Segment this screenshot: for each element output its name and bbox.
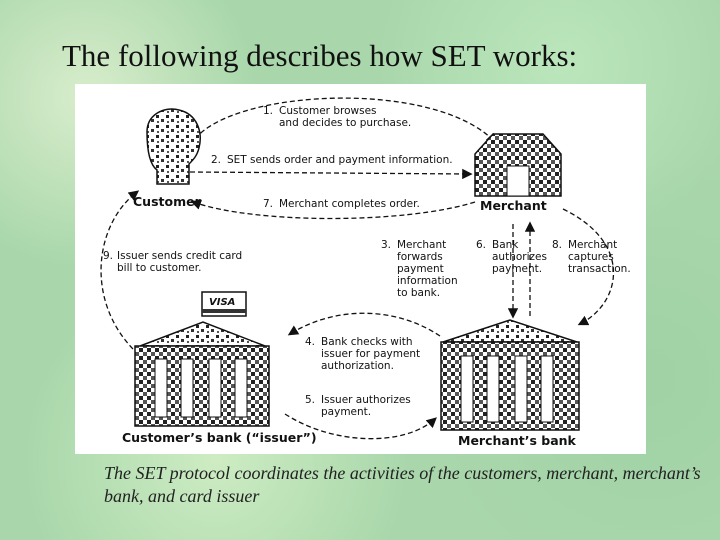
- step-5-text: Issuer authorizes payment.: [321, 394, 411, 418]
- merchant-building-icon: [474, 133, 562, 197]
- customer-label: Customer: [133, 194, 201, 209]
- flow-arrow-step-1: [194, 97, 497, 144]
- step-6-text: Bank authorizes payment.: [492, 239, 547, 275]
- flow-arrow-step-2: [189, 168, 473, 180]
- step-1-text: Customer browses and decides to purchase…: [279, 105, 412, 129]
- step-3-text: Merchant forwards payment information to…: [397, 239, 458, 299]
- step-7-number: 7.: [263, 198, 274, 210]
- flow-arrow-step-7: [190, 199, 476, 220]
- step-4-text: Bank checks with issuer for payment auth…: [321, 336, 421, 372]
- customer-icon: [146, 108, 201, 185]
- visa-brand-text: VISA: [209, 297, 236, 308]
- step-8-number: 8.: [552, 239, 563, 251]
- step-6-number: 6.: [476, 239, 487, 251]
- slide-title: The following describes how SET works:: [62, 38, 578, 73]
- customers-bank-label: Customer’s bank (“issuer”): [122, 430, 317, 445]
- slide-caption: The SET protocol coordinates the activit…: [104, 463, 701, 506]
- merchant-label: Merchant: [480, 198, 547, 213]
- step-9-text: Issuer sends credit card bill to custome…: [117, 250, 243, 274]
- step-8-text: Merchant captures transaction.: [568, 239, 631, 275]
- step-2-number: 2.: [211, 154, 222, 166]
- customers-bank-icon: [134, 321, 270, 427]
- step-5-number: 5.: [305, 394, 316, 406]
- step-3-number: 3.: [381, 239, 392, 251]
- flow-arrow-step-4: [287, 312, 441, 337]
- step-4-number: 4.: [305, 336, 316, 348]
- step-1-number: 1.: [263, 105, 274, 117]
- visa-card-icon: [201, 291, 247, 317]
- flow-arrow-step-9: [100, 190, 140, 350]
- step-9-number: 9.: [103, 250, 114, 262]
- step-2-text: SET sends order and payment information.: [227, 154, 453, 166]
- step-7-text: Merchant completes order.: [279, 198, 420, 210]
- flow-arrow-step-8: [562, 208, 615, 326]
- merchants-bank-icon: [440, 319, 580, 431]
- merchants-bank-label: Merchant’s bank: [458, 433, 576, 448]
- set-workflow-diagram: Customer Merchant Customer’s bank (“issu…: [75, 84, 646, 454]
- diagram-graphics: [100, 97, 615, 440]
